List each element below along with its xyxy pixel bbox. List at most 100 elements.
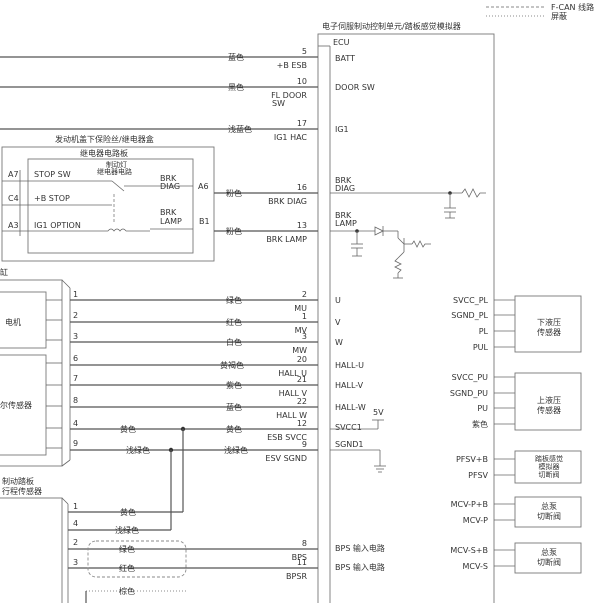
ppin-3: 3 (73, 558, 78, 567)
upper-sensor-l2: 传感器 (537, 405, 561, 415)
ppin-1-color: 黄色 (120, 507, 136, 517)
wire-mw-color: 白色 (226, 337, 242, 347)
pin-b1: B1 (199, 217, 210, 226)
sig-mcv-p-b: MCV-P+B (451, 500, 488, 509)
wire-ig1-color: 浅蓝色 (228, 124, 252, 134)
ecu-sig-w: W (335, 338, 343, 347)
relay-board-title: 继电器电路板 (80, 148, 128, 158)
wire-door-color: 黑色 (228, 82, 244, 92)
v5-label: 5V (373, 408, 384, 417)
pin-20: 20 (297, 355, 307, 364)
stop-sw-label: STOP SW (34, 170, 71, 179)
lower-sensor-l2: 传感器 (537, 327, 561, 337)
ecu-sig-batt: BATT (335, 54, 355, 63)
relay-board-box (27, 158, 194, 254)
relay-coil (107, 228, 127, 232)
wire-hall-w-color: 蓝色 (226, 402, 242, 412)
sig-pu: PU (477, 404, 488, 413)
ecu-right-signals: SVCC_PL SGND_PL PL PUL SVCC_PU SGND_PU P… (450, 296, 489, 571)
fb-brk-diag-2: DIAG (160, 182, 180, 191)
pin-c4: C4 (8, 194, 19, 203)
mpin-2: 2 (73, 311, 78, 320)
wire-svcc1-color-b: 黄色 (226, 424, 242, 434)
master-p-l1: 总泵 (541, 501, 557, 511)
pedal-valve-l2: 模拟器 (539, 462, 560, 471)
pedal-title-2: 行程传感器 (2, 486, 42, 496)
sig-mcv-p: MCV-P (463, 516, 488, 525)
mpin-8: 8 (73, 396, 78, 405)
master-cut-valve-s-box (514, 542, 582, 574)
sig-b-esb: +B ESB (277, 61, 307, 70)
lower-sensor-l1: 下液压 (537, 317, 561, 327)
shield-outline (87, 540, 187, 578)
legend: F-CAN 线路 屏蔽 (486, 2, 594, 21)
wire-brk-lamp-color: 粉色 (226, 226, 242, 236)
motor-cut-label: 缸 (0, 267, 8, 277)
pedal-sensor-box (0, 497, 63, 603)
fb-brk-diag-1: BRK (160, 174, 177, 183)
sig-brk-diag: BRK DIAG (268, 197, 307, 206)
shield-drain-color: 棕色 (119, 586, 135, 596)
ppin-2-color: 绿色 (119, 544, 135, 554)
relay-contact (111, 180, 125, 192)
ppin-3-color: 红色 (119, 563, 135, 573)
master-s-l1: 总泵 (541, 547, 557, 557)
ppin-4-color: 浅绿色 (115, 525, 139, 535)
pedal-feel-valve-box (514, 450, 582, 484)
mpin-6: 6 (73, 354, 78, 363)
sig-hall-w: HALL W (276, 411, 307, 420)
power-wires: 蓝色 5 +B ESB 黑色 10 FL DOOR SW 浅蓝色 17 IG1 … (0, 47, 318, 142)
brk-diag-resistor (461, 188, 486, 198)
pin-13: 13 (297, 221, 307, 230)
sig-pl: PL (479, 327, 489, 336)
sig-fl-door-2: SW (272, 99, 285, 108)
mpin-9: 9 (73, 439, 78, 448)
mpin-3: 3 (73, 332, 78, 341)
sig-ig1-hac: IG1 HAC (274, 133, 308, 142)
sig-mw: MW (292, 346, 307, 355)
pin-10: 10 (297, 77, 307, 86)
sig-svcc-pl: SVCC_PL (453, 296, 489, 305)
ecu-sig-ig1: IG1 (335, 125, 349, 134)
ecu-sig-v: V (335, 318, 341, 327)
b-stop-label: +B STOP (34, 194, 70, 203)
brk-lamp-internal (330, 226, 431, 279)
fb-brk-lamp-2: LAMP (160, 217, 182, 226)
wire-hall-u-color: 黄褐色 (220, 360, 244, 370)
master-cut-valve-p-box (514, 496, 582, 528)
brk-wires: 粉色 16 BRK DIAG 粉色 13 BRK LAMP (214, 183, 318, 244)
ecu-sig-svcc1: SVCC1 (335, 423, 362, 432)
pin-16: 16 (297, 183, 307, 192)
hall-cut-label: 尔传感器 (0, 400, 32, 410)
pin-3: 3 (302, 332, 307, 341)
ecu-sig-hall-w: HALL-W (335, 403, 366, 412)
pin-5: 5 (302, 47, 307, 56)
ecu-sig-brkdiag-2: DIAG (335, 184, 355, 193)
ecu-sig-door: DOOR SW (335, 83, 375, 92)
sig-mv: MV (295, 326, 308, 335)
fuse-box-outer (1, 146, 215, 262)
legend-fcan-text: F-CAN 线路 (551, 2, 594, 12)
sig-esv-sgnd: ESV SGND (265, 454, 307, 463)
pin-9: 9 (302, 440, 307, 449)
ecu-sig-sgnd1: SGND1 (335, 440, 364, 449)
pin-8: 8 (302, 539, 307, 548)
pin-a7: A7 (8, 170, 19, 179)
fuse-box-title: 发动机盖下保险丝/继电器盒 (55, 134, 154, 144)
pin-2: 2 (302, 290, 307, 299)
ecu-sig-hall-u: HALL-U (335, 361, 364, 370)
ecu-sig-bps-2: BPS 输入电路 (335, 562, 385, 572)
relay-note-2: 继电器电路 (97, 167, 132, 176)
ecu-signal-names: BATT DOOR SW IG1 BRK DIAG BRK LAMP U V W… (335, 54, 385, 572)
ppin-1: 1 (73, 502, 78, 511)
sig-sgnd-pl: SGND_PL (451, 311, 488, 320)
motor-wires: 1 绿色 2 MU 2 红色 1 MV 3 白色 3 MW 6 黄褐色 20 H… (70, 290, 318, 530)
ppin-2: 2 (73, 538, 78, 547)
pin-21: 21 (297, 375, 307, 384)
sig-esb-svcc: ESB SVCC (267, 433, 307, 442)
wire-sgnd1-color-b: 浅绿色 (224, 445, 248, 455)
pedal-sensor: 制动踏板 行程传感器 1 黄色 4 浅绿色 2 绿色 8 BPS 3 红色 11… (0, 476, 318, 603)
ecu-title: 电子伺服制动控制单元/踏板感觉模拟器 (322, 21, 461, 31)
pin-11: 11 (297, 558, 307, 567)
mpin-1: 1 (73, 290, 78, 299)
